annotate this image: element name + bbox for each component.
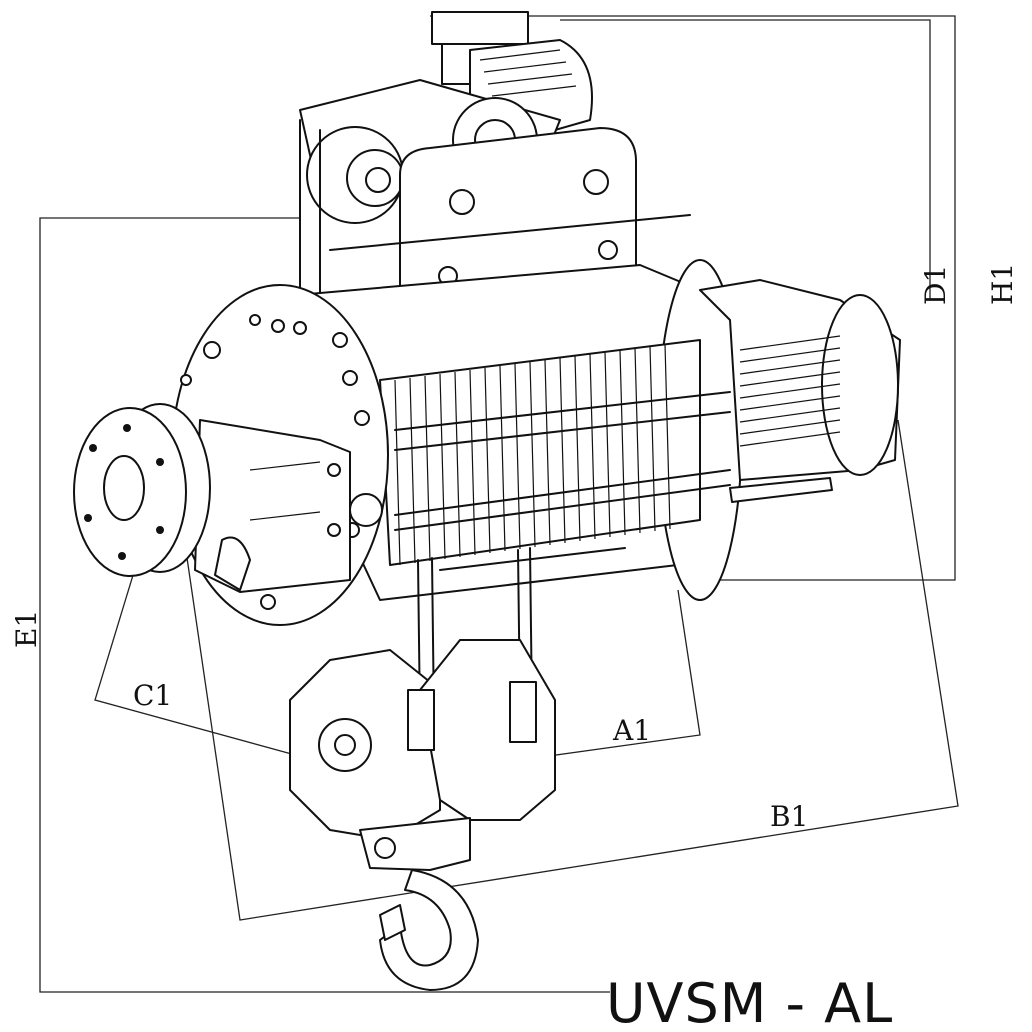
label-d1: D1	[919, 265, 952, 305]
label-h1: H1	[986, 263, 1019, 305]
label-a1: A1	[612, 714, 651, 747]
model-name: UVSM - AL	[606, 972, 894, 1032]
label-e1: E1	[10, 610, 43, 648]
hook-block	[289, 639, 556, 871]
label-b1: B1	[770, 800, 808, 833]
hook	[379, 869, 479, 991]
gearbox	[194, 419, 383, 593]
label-c1: C1	[133, 679, 172, 712]
hoist-motor	[699, 279, 901, 503]
dimension-labels: A1 B1 C1 D1 E1 H1	[10, 263, 1019, 833]
flange	[73, 403, 211, 577]
